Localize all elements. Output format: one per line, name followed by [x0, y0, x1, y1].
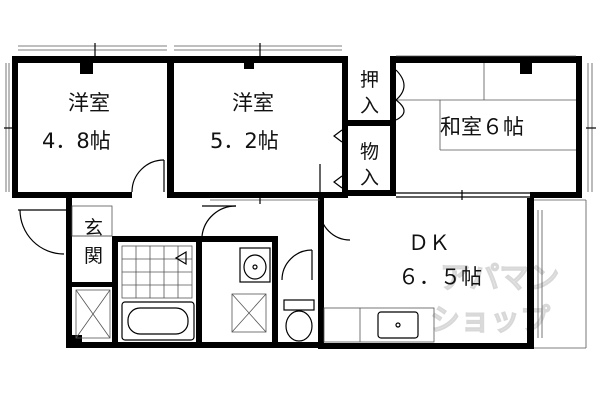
watermark-line-1: アパマン	[440, 261, 559, 296]
entrance-char-1: 玄	[84, 217, 103, 239]
room-name: 洋室	[68, 91, 110, 115]
mono-char-1: 物	[360, 141, 379, 163]
entrance: 玄 関	[84, 217, 103, 267]
room-size: ６．５帖	[398, 265, 482, 289]
storage-mono: 物 入	[360, 141, 379, 189]
washer-pan-icon	[231, 293, 267, 333]
mono-char-2: 入	[360, 167, 379, 189]
windows	[4, 43, 596, 349]
storage-closet-lower-left	[75, 289, 111, 339]
bathroom-floor	[121, 245, 193, 299]
washbasin-icon	[239, 247, 271, 283]
oshiire-char-2: 入	[360, 95, 379, 117]
toilet-icon	[283, 299, 315, 342]
room-label: 和室６帖	[440, 115, 524, 139]
storage-oshiire: 押 入	[360, 69, 379, 117]
pillar-icon	[80, 63, 93, 74]
room-name: 洋室	[232, 91, 274, 115]
room-western-2: 洋室 5．2帖	[210, 91, 279, 153]
room-japanese: 和室６帖	[440, 115, 524, 139]
room-size: 5．2帖	[210, 129, 279, 153]
kitchen-sink-icon	[377, 311, 419, 339]
room-western-1: 洋室 4．8帖	[42, 91, 111, 153]
interior-lines	[18, 63, 576, 343]
entrance-char-2: 関	[84, 245, 103, 267]
room-name: ＤＫ	[408, 231, 450, 255]
bathtub-icon	[121, 301, 195, 341]
walls	[12, 56, 582, 349]
sink-icon	[174, 250, 187, 266]
room-dk: ＤＫ ６．５帖	[398, 231, 482, 289]
room-size: 4．8帖	[42, 129, 111, 153]
oshiire-char-1: 押	[360, 69, 379, 91]
